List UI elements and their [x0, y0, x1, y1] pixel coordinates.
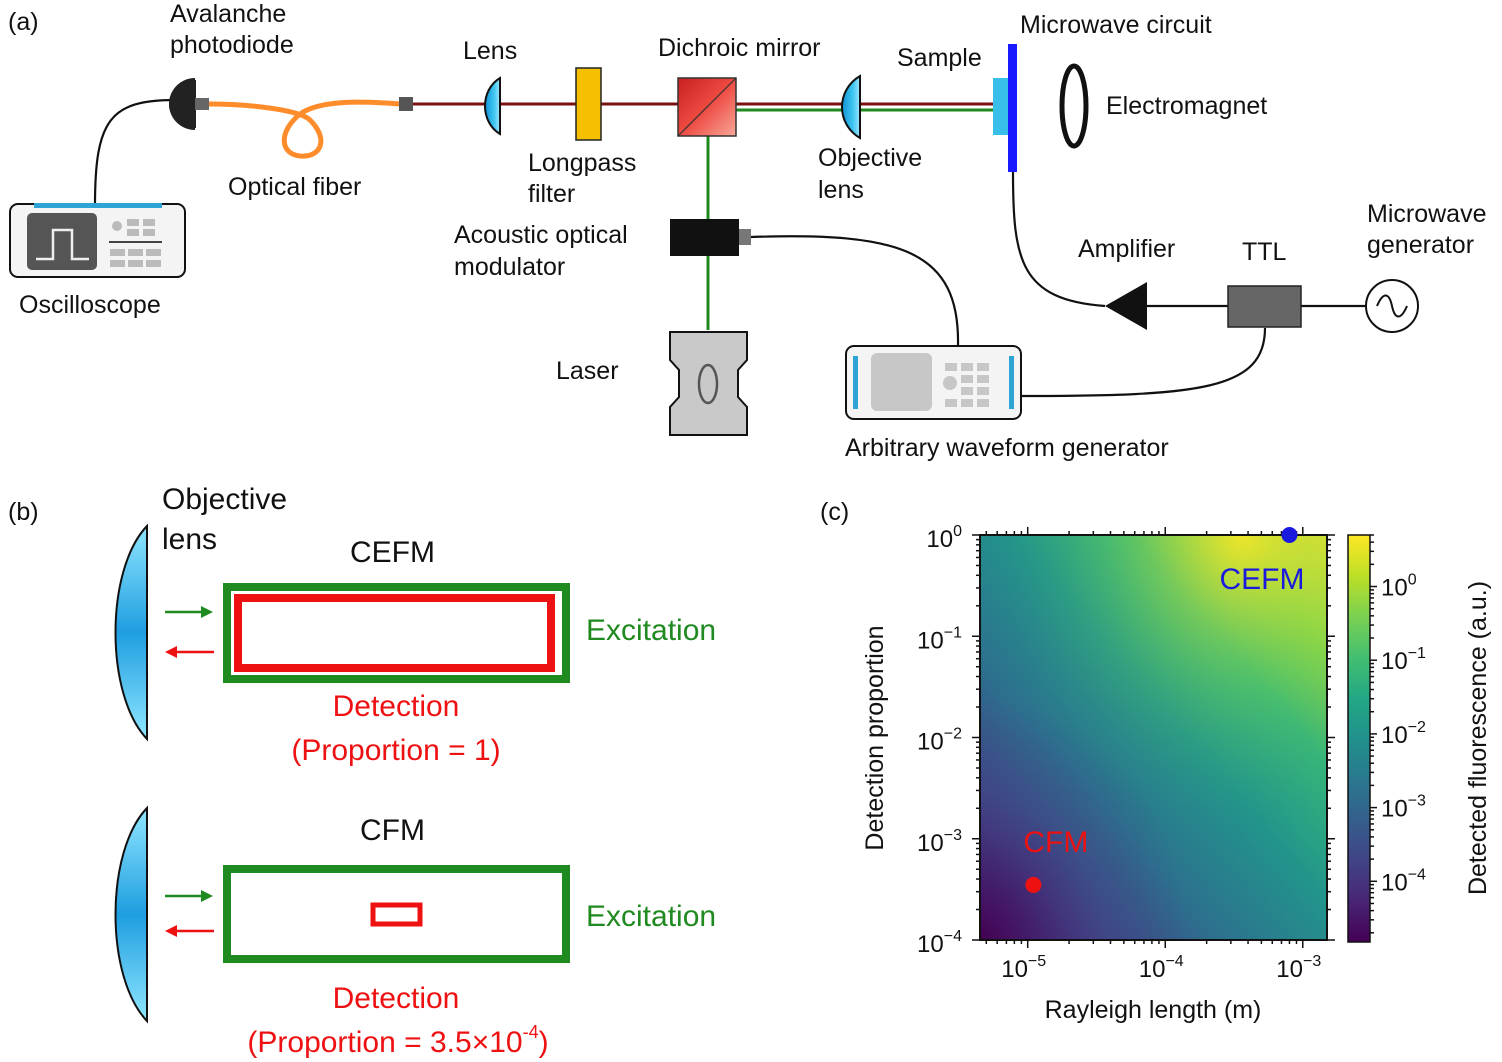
amplifier [1105, 282, 1147, 330]
x-tick-label: 10−5 [1001, 953, 1046, 983]
sample [993, 78, 1010, 135]
x-tick-label: 10−3 [1276, 953, 1321, 983]
cfm-excitation-arrow [165, 890, 213, 902]
arbitrary-waveform-generator [845, 345, 1022, 420]
objective-label-line1: Objective [818, 144, 922, 172]
point-label-cefm: CEFM [1219, 563, 1304, 596]
panel-c-tag: (c) [820, 498, 849, 526]
avalanche-photodiode [169, 78, 209, 130]
y-tick-label: 10−4 [917, 928, 962, 958]
y-tick-label: 10−2 [917, 726, 962, 756]
colorbar-tick-label: 10−4 [1381, 866, 1426, 896]
cfm-proportion-pre: (Proportion = 3.5×10 [247, 1026, 522, 1059]
x-axis: 10−5 10−4 10−3 [985, 527, 1321, 983]
objective-lens-cfm [114, 805, 148, 1024]
colorbar-tick-label: 10−2 [1381, 719, 1426, 749]
panel-b-tag: (b) [8, 498, 39, 526]
objective-lens-cefm [114, 523, 148, 742]
colorbar-ticks: 100 10−1 10−2 10−3 10−4 [1370, 534, 1426, 934]
dichroic-label: Dichroic mirror [658, 34, 821, 62]
oscilloscope [9, 203, 186, 278]
colorbar-tick-label: 10−3 [1381, 793, 1426, 823]
cefm-excitation-region [223, 583, 570, 683]
microwave-generator [1365, 279, 1419, 333]
cfm-excitation-label: Excitation [586, 900, 716, 933]
aom-label-line2: modulator [454, 253, 565, 281]
aom-awg-cable [750, 235, 960, 347]
acoustic-optical-modulator [670, 219, 739, 256]
panel-a-tag: (a) [8, 8, 39, 36]
fiber-coupler [399, 97, 413, 111]
objective-label-line2: lens [818, 176, 864, 204]
mwgen-label-line1: Microwave [1367, 200, 1486, 228]
point-cefm [1281, 527, 1298, 543]
panel-c: (c) 10−5 10−4 10−3 100 10−1 10−2 10−3 10−4 CEF… [820, 498, 1492, 1024]
panel-b: (b) Objective lens CEFM Excitation Detec… [8, 483, 716, 1059]
laser-label: Laser [556, 357, 619, 385]
ttl-switch [1227, 285, 1302, 328]
y-tick-label: 10−3 [917, 827, 962, 857]
cefm-proportion-label: (Proportion = 1) [291, 734, 500, 767]
cfm-detection-arrow [165, 925, 214, 937]
point-cfm [1025, 876, 1042, 893]
oscilloscope-label: Oscilloscope [19, 291, 161, 319]
lens-label: Lens [463, 37, 517, 65]
colorbar-tick-label: 10−1 [1381, 645, 1426, 675]
optical-fiber [208, 99, 401, 159]
cefm-excitation-arrow [165, 606, 213, 618]
cfm-excitation-region [223, 865, 570, 963]
colorbar-label: Detected fluorescence (a.u.) [1464, 581, 1492, 895]
cefm-detection-label: Detection [333, 690, 460, 723]
dichroic-mirror [677, 77, 737, 137]
apd-label-line1: Avalanche [170, 0, 286, 28]
cfm-proportion-post: ) [539, 1026, 549, 1059]
awg-label: Arbitrary waveform generator [845, 434, 1169, 462]
ttl-label: TTL [1242, 238, 1287, 266]
colorbar-tick-label: 100 [1381, 572, 1417, 602]
amplifier-label: Amplifier [1078, 235, 1175, 263]
longpass-filter [575, 67, 602, 141]
y-axis: 100 10−1 10−2 10−3 10−4 [917, 523, 1335, 958]
lens [484, 76, 501, 136]
cefm-title: CEFM [350, 536, 435, 569]
laser [669, 331, 748, 436]
apd-label-line2: photodiode [170, 31, 294, 59]
y-tick-label: 10−1 [917, 624, 962, 654]
objective-label-b-line1: Objective [162, 483, 287, 516]
cefm-detection-region [234, 594, 555, 672]
heatmap-image [980, 535, 1327, 940]
x-axis-label: Rayleigh length (m) [1045, 996, 1262, 1024]
longpass-label-line2: filter [528, 180, 575, 208]
fiber-label: Optical fiber [228, 173, 361, 201]
cfm-title: CFM [360, 814, 425, 847]
mwgen-label-line2: generator [1367, 231, 1474, 259]
cfm-detection-label: Detection [333, 982, 460, 1015]
colorbar [1347, 534, 1371, 943]
cfm-proportion-label: (Proportion = 3.5×10-4) [247, 1022, 548, 1059]
y-axis-label: Detection proportion [861, 625, 889, 850]
mw-circuit-label: Microwave circuit [1020, 11, 1212, 39]
y-tick-label: 100 [926, 523, 962, 553]
cfm-proportion-exp: -4 [523, 1022, 539, 1042]
electromagnet-label: Electromagnet [1106, 92, 1267, 120]
microwave-circuit [1008, 44, 1017, 172]
panel-a: (a) Oscilloscope Avalanche photodiode [8, 0, 1486, 462]
objective-lens [841, 74, 861, 140]
data-points: CEFM CFM [1023, 527, 1304, 893]
aom-connector [739, 229, 751, 245]
cefm-detection-arrow [165, 646, 214, 658]
point-label-cfm: CFM [1023, 826, 1088, 859]
cfm-detection-region [370, 902, 423, 927]
oscilloscope-cable [93, 98, 176, 206]
cefm-excitation-label: Excitation [586, 614, 716, 647]
awg-ttl-cable [1020, 327, 1267, 398]
objective-label-b-line2: lens [162, 523, 217, 556]
aom-label-line1: Acoustic optical [454, 221, 628, 249]
sample-label: Sample [897, 44, 982, 72]
electromagnet [1059, 63, 1089, 149]
circuit-cable [1011, 171, 1106, 308]
longpass-label-line1: Longpass [528, 149, 636, 177]
x-tick-label: 10−4 [1139, 953, 1184, 983]
